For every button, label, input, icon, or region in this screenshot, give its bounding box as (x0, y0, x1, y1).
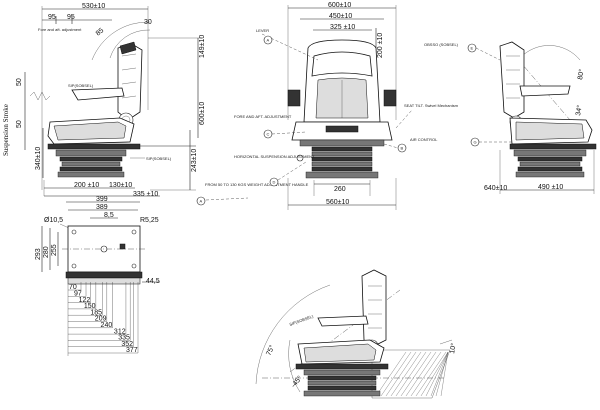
dim-340: 340±10 (35, 147, 42, 170)
dim-50b: 50 (16, 120, 23, 128)
hatch-line (395, 351, 427, 397)
front-dim-200: 200 ±10 (377, 33, 384, 58)
horizontal-label: HORIZONTAL SUSPENSION ADJUSTMENT (234, 154, 315, 159)
callout-g: G (474, 140, 477, 145)
step-dim-label: 97 (74, 291, 82, 298)
recline-dim-10: 10° (448, 342, 458, 354)
hatch-line (390, 351, 422, 397)
fore-aft-front-label: FORE AND AFT. ADJUSTMENT (234, 114, 292, 119)
air-control-label: AIR CONTROL (410, 137, 438, 142)
step-dim-label: 122 (79, 297, 91, 304)
callout-a-side: A (200, 199, 203, 204)
dim-149: 149±10 (199, 35, 206, 58)
base-dim-255: 255 (51, 244, 58, 256)
dim-30: 30 (144, 19, 152, 26)
hatch-line (435, 351, 449, 397)
base-dim-399: 399 (96, 196, 108, 203)
dim-200: 200 ±10 (74, 182, 99, 189)
sip-label-top: SIP(SOBSEL) (68, 83, 94, 88)
side-view: 530±10 95 95 Fore and aft. adjustment 30… (2, 3, 309, 206)
seat-tilt-label: SEAT TILT. Swivel Mechanism (404, 103, 459, 108)
recline-dim-75: 75° (265, 344, 277, 357)
hatch-line (385, 351, 417, 397)
hatch-line (375, 351, 407, 397)
front-dim-450: 450±10 (329, 13, 352, 20)
base-dim-8-5: 8,5 (104, 212, 114, 219)
step-dim-label: 312 (114, 328, 126, 335)
step-dim-label: 150 (84, 303, 96, 310)
front-dim-260: 260 (334, 186, 346, 193)
base-dim-389: 389 (96, 204, 108, 211)
recline-view: 75° -45° 10° SIP(SOBSEL) (255, 269, 458, 399)
base-dim-44-5: 44,5 (146, 278, 160, 285)
base-view: 399 389 8,5 R5,25 Ø10,5 293 280 255 44,5… (35, 196, 160, 356)
hatch-line (425, 351, 449, 397)
hatch-line (420, 351, 449, 397)
step-dim-label: 352 (121, 341, 133, 348)
right-dim-490: 490 ±10 (538, 184, 563, 191)
step-dim-label: 240 (101, 322, 113, 329)
dim-243: 243±10 (191, 149, 198, 172)
right-view: OBSSO (SOBSEL) E 80° 34° G 640±10 490 ±1… (424, 41, 597, 194)
recline-sip-label: SIP(SOBSEL) (289, 313, 315, 327)
right-dim-34: 34° (574, 104, 584, 116)
weight-adj-label: FROM 50 TO 130 KGS WEIGHT ADJUSTMENT HAN… (205, 182, 309, 187)
callout-e: E (471, 46, 474, 51)
base-dim-r525: R5,25 (140, 217, 159, 224)
right-dim-80: 80° (576, 68, 586, 80)
step-dim-label: 377 (126, 347, 138, 354)
callout-d: D (273, 180, 276, 185)
callout-b: B (401, 146, 404, 151)
hatch-line (405, 351, 437, 397)
recline-dim-45: -45° (289, 374, 304, 389)
step-dim-label: 185 (90, 309, 102, 316)
suspension-stroke-label: Suspension Stroke (2, 104, 10, 156)
right-dim-640: 640±10 (484, 185, 507, 192)
dim-50a: 50 (16, 78, 23, 86)
front-dim-600: 600±10 (328, 2, 351, 9)
hatch-line (440, 351, 449, 397)
dim-530: 530±10 (82, 3, 105, 10)
base-dim-280: 280 (43, 246, 50, 258)
sip-label-bottom: SIP(SOBSEL) (146, 156, 172, 161)
front-view: 600±10 450±10 325 ±10 200 ±10 260 (234, 2, 459, 210)
hatch-line (430, 351, 449, 397)
callout-a-front: A (267, 38, 270, 43)
dim-335: 335 ±10 (133, 191, 158, 198)
hatch-line (380, 351, 412, 397)
fore-aft-label: Fore and aft. adjustment (38, 27, 82, 32)
step-dim-label: 335 (118, 335, 130, 342)
dim-600: 600±10 (199, 102, 206, 125)
dim-95b: 95 (67, 14, 75, 21)
recline-hatch (375, 351, 449, 397)
lumbar-label: LEVER (256, 28, 269, 33)
step-dim-label: 209 (95, 316, 107, 323)
dim-95a: 95 (48, 14, 56, 21)
base-dim-293: 293 (35, 248, 42, 260)
dim-130: 130±10 (109, 182, 132, 189)
right-label-top: OBSSO (SOBSEL) (424, 42, 459, 47)
hatch-line (410, 351, 442, 397)
front-dim-560: 560±10 (326, 199, 349, 206)
dim-85: 85 (95, 27, 106, 37)
hatch-line (400, 351, 432, 397)
hatch-line (415, 351, 447, 397)
callout-c: C (267, 132, 270, 137)
step-dim-label: 70 (69, 284, 77, 291)
base-dim-d105: Ø10,5 (44, 217, 63, 224)
front-dim-325: 325 ±10 (330, 24, 355, 31)
